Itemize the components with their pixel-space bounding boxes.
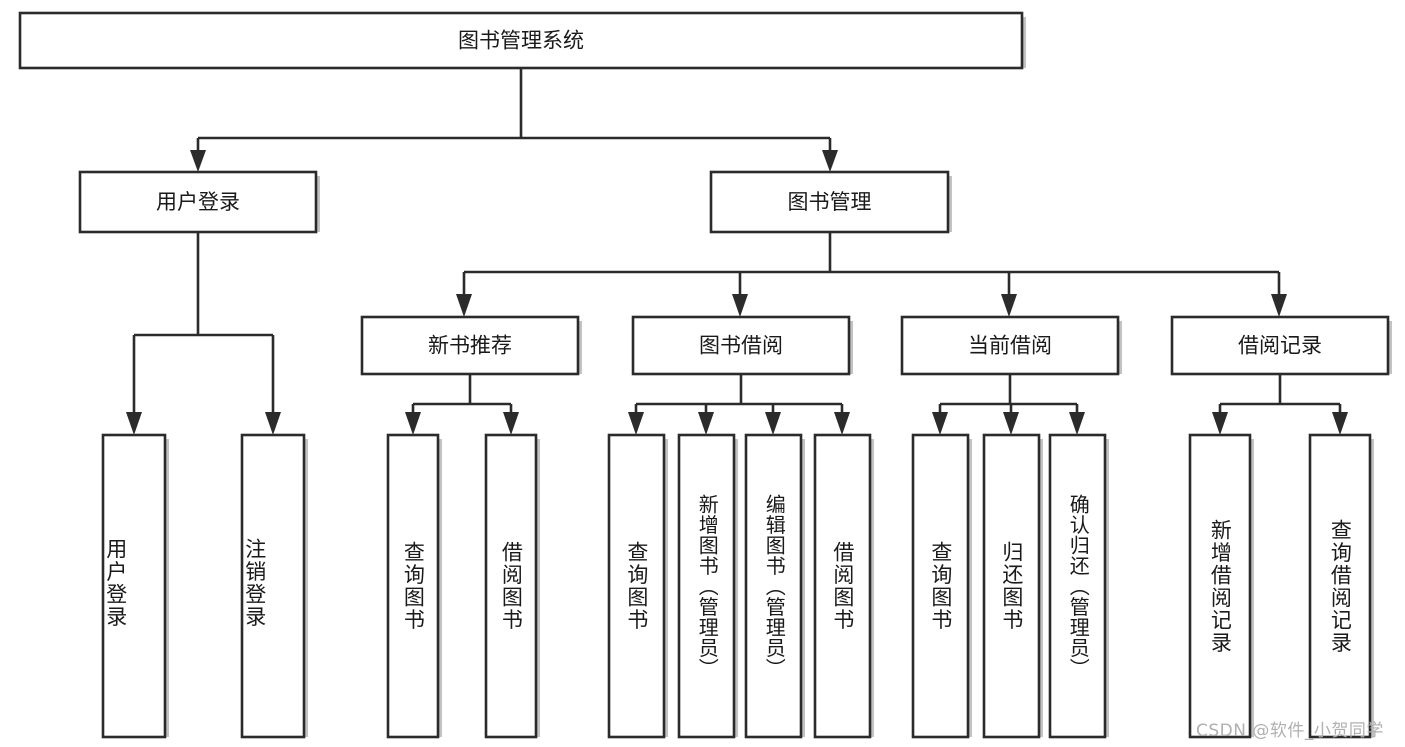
leaf-node-leaf-add-borrow-record[interactable]: 新增借阅记录 [1190,435,1250,737]
arrowhead-leaf-query-book-current [932,412,948,435]
arrowhead-leaf-query-book-borrow [628,412,644,435]
node-label-leaf-borrow-book: 借阅图书 [830,541,855,631]
node-label-book-manage: 图书管理 [788,190,872,214]
node-box-leaf-return-book[interactable] [982,433,1041,739]
node-label-book-borrow: 图书借阅 [699,334,783,358]
node-label-borrow-record: 借阅记录 [1238,334,1322,358]
watermark: CSDN @软件_小贺同学 [1196,721,1384,741]
node-box-leaf-query-book-recommend[interactable] [386,433,440,739]
node-label-leaf-query-book-recommend: 查询图书 [401,541,426,631]
node-label-leaf-user-login: 用户登录 [103,538,128,628]
leaf-node-leaf-logout-login[interactable]: 注销登录 [242,435,304,737]
leaf-node-leaf-edit-book-admin[interactable]: 编辑图书（管理员） [746,435,801,737]
arrowhead-leaf-edit-book-admin [765,412,781,435]
node-box-book-borrow[interactable] [631,315,851,376]
connector-group-root [190,68,838,172]
node-box-current-borrow[interactable] [900,315,1120,376]
node-box-leaf-logout-login[interactable] [240,433,306,739]
leaf-node-leaf-user-login[interactable]: 用户登录 [103,435,165,737]
leaf-node-leaf-query-book-current[interactable]: 查询图书 [913,435,968,737]
node-label-leaf-add-borrow-record: 新增借阅记录 [1208,518,1233,654]
node-label-leaf-confirm-return-admin: 确认归还（管理员） [1066,493,1091,679]
node-box-leaf-query-book-current[interactable] [911,433,970,739]
arrowhead-leaf-query-borrow-record [1332,412,1348,435]
node-label-leaf-add-book-admin: 新增图书（管理员） [695,493,720,679]
arrowhead-leaf-add-borrow-record [1212,412,1228,435]
arrowhead-borrow-record [1271,294,1287,317]
connector-group-new-book-recommend [405,374,519,435]
leaf-node-leaf-query-book-recommend[interactable]: 查询图书 [388,435,438,737]
arrowhead-leaf-return-book [1003,412,1019,435]
arrowhead-user-login [190,150,206,172]
node-box-leaf-add-borrow-record[interactable] [1188,433,1252,739]
node-label-leaf-edit-book-admin: 编辑图书（管理员） [762,493,787,679]
node-box-leaf-query-borrow-record[interactable] [1308,433,1372,739]
arrowhead-leaf-add-book-admin [698,412,714,435]
arrowhead-leaf-borrow-book-recommend [503,412,519,435]
arrowhead-book-manage [822,150,838,172]
node-label-leaf-borrow-book-recommend: 借阅图书 [499,541,524,631]
node-box-leaf-edit-book-admin[interactable] [744,433,803,739]
connector-group-book-manage [456,232,1287,317]
arrowhead-leaf-logout-login [265,412,281,435]
arrowhead-leaf-user-login [126,412,142,435]
node-label-new-book-recommend: 新书推荐 [428,334,512,358]
node-label-leaf-query-book-borrow: 查询图书 [624,541,649,631]
leaf-node-leaf-borrow-book[interactable]: 借阅图书 [815,435,870,737]
arrowhead-leaf-borrow-book [834,412,850,435]
connector-group-book-borrow [628,374,850,435]
arrowhead-current-borrow [1001,294,1017,317]
node-label-current-borrow: 当前借阅 [968,334,1052,358]
node-box-leaf-add-book-admin[interactable] [677,433,736,739]
node-box-new-book-recommend[interactable] [360,315,580,376]
leaf-node-leaf-query-borrow-record[interactable]: 查询借阅记录 [1310,435,1370,737]
connector-group-borrow-record [1212,374,1348,435]
leaf-node-leaf-confirm-return-admin[interactable]: 确认归还（管理员） [1050,435,1105,737]
node-box-borrow-record[interactable] [1170,315,1390,376]
node-label-leaf-query-book-current: 查询图书 [928,541,953,631]
leaf-node-leaf-add-book-admin[interactable]: 新增图书（管理员） [679,435,734,737]
node-label-leaf-return-book: 归还图书 [999,541,1024,631]
node-box-book-manage[interactable] [709,170,950,234]
node-label-user-login: 用户登录 [156,190,240,214]
connector-group-user-login [126,232,281,435]
node-box-leaf-borrow-book-recommend[interactable] [484,433,538,739]
arrowhead-book-borrow [732,294,748,317]
leaf-node-leaf-borrow-book-recommend[interactable]: 借阅图书 [486,435,536,737]
node-box-user-login[interactable] [78,170,318,234]
node-label-root: 图书管理系统 [458,29,584,53]
node-box-leaf-query-book-borrow[interactable] [607,433,666,739]
arrowhead-leaf-confirm-return-admin [1069,412,1085,435]
leaf-node-leaf-query-book-borrow[interactable]: 查询图书 [609,435,664,737]
arrowhead-new-book-recommend [456,294,472,317]
leaf-node-leaf-return-book[interactable]: 归还图书 [984,435,1039,737]
connector-group-current-borrow [932,374,1085,435]
node-box-root[interactable] [18,11,1024,70]
node-box-leaf-borrow-book[interactable] [813,433,872,739]
arrowhead-leaf-query-book-recommend [405,412,421,435]
node-label-leaf-logout-login: 注销登录 [242,538,267,628]
node-box-leaf-confirm-return-admin[interactable] [1048,433,1107,739]
node-box-leaf-user-login[interactable] [101,433,167,739]
boxes-layer [18,11,1392,739]
node-label-leaf-query-borrow-record: 查询借阅记录 [1328,518,1353,654]
